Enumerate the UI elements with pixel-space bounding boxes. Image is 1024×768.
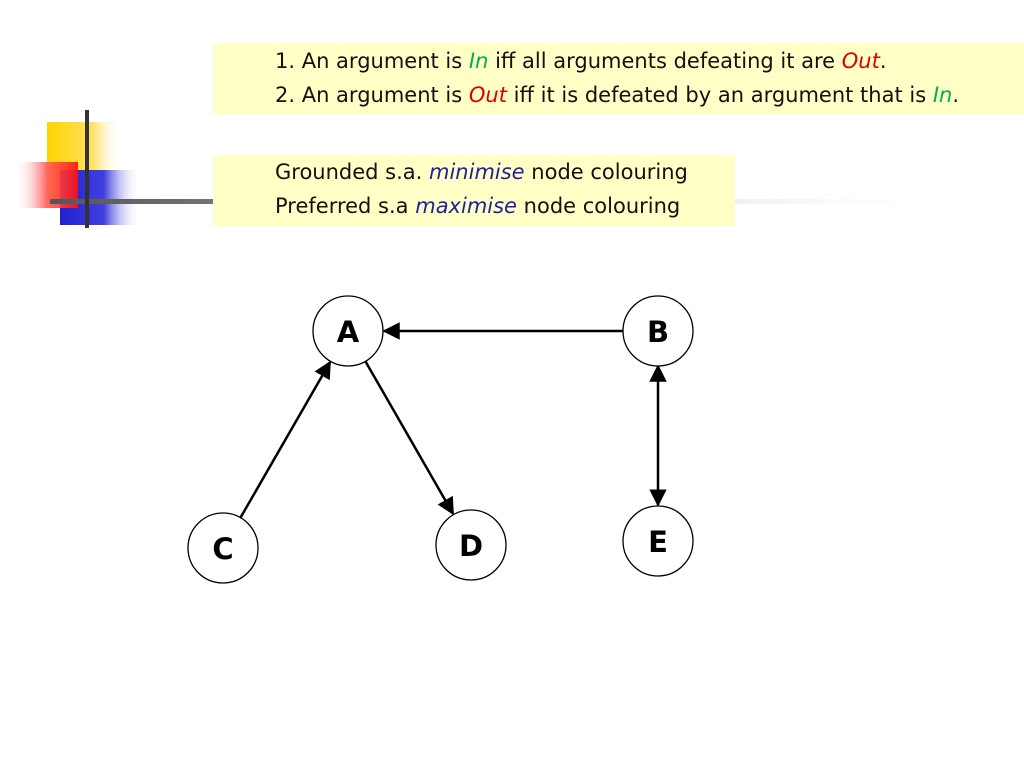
semantics-line-2: Preferred s.a maximise node colouring — [275, 189, 735, 223]
node-circle — [622, 295, 694, 367]
semantics-line-1: Grounded s.a. minimise node colouring — [275, 155, 735, 189]
rule-1-in-term: In — [468, 49, 489, 73]
rule-2-out-term: Out — [468, 83, 507, 107]
rule-1-suffix: . — [879, 49, 887, 73]
rule-1-out-term: Out — [841, 49, 880, 73]
semantics-1-prefix: Grounded s.a. — [275, 160, 430, 184]
node-c: C — [187, 512, 259, 584]
rule-2-in-term: In — [932, 83, 953, 107]
semantics-1-term: minimise — [429, 160, 525, 184]
node-label: C — [212, 532, 233, 566]
nodes: A B C D E — [187, 295, 694, 584]
semantics-2-term: maximise — [415, 194, 517, 218]
rule-2-suffix: . — [952, 83, 960, 107]
rule-line-2: 2. An argument is Out iff it is defeated… — [275, 78, 1024, 112]
node-circle — [622, 505, 694, 577]
rule-2-middle: iff it is defeated by an argument that i… — [506, 83, 933, 107]
semantics-2-prefix: Preferred s.a — [275, 194, 416, 218]
node-circle — [435, 509, 507, 581]
node-label: B — [647, 315, 669, 349]
edge-c-a — [239, 360, 332, 519]
node-a: A — [312, 295, 384, 367]
rule-2-prefix: 2. An argument is — [275, 83, 469, 107]
node-circle — [187, 512, 259, 584]
node-e: E — [622, 505, 694, 577]
rule-1-middle: iff all arguments defeating it are — [488, 49, 842, 73]
vertical-rule — [85, 110, 89, 228]
node-label: D — [459, 529, 483, 563]
node-b: B — [622, 295, 694, 367]
rules-box: 1. An argument is In iff all arguments d… — [213, 43, 1024, 114]
semantics-box: Grounded s.a. minimise node colouring Pr… — [213, 155, 735, 226]
edge-a-d — [364, 360, 455, 516]
rule-line-1: 1. An argument is In iff all arguments d… — [275, 44, 1024, 78]
node-label: E — [648, 525, 668, 559]
semantics-1-suffix: node colouring — [524, 160, 688, 184]
edges — [239, 322, 667, 519]
semantics-2-suffix: node colouring — [516, 194, 681, 218]
rule-1-prefix: 1. An argument is — [275, 49, 469, 73]
node-d: D — [435, 509, 507, 581]
node-label: A — [337, 315, 360, 349]
node-circle — [312, 295, 384, 367]
